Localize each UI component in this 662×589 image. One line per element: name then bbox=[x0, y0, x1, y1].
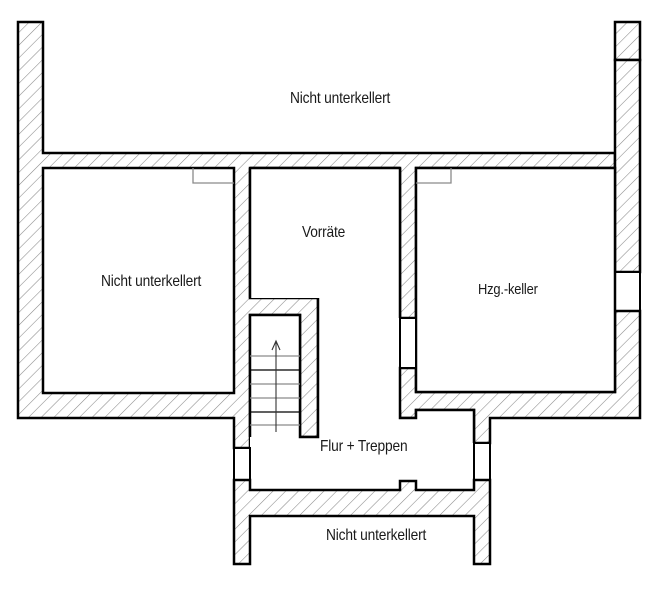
stair-well bbox=[250, 315, 300, 437]
room-label-bottom: Nicht unterkellert bbox=[326, 527, 427, 544]
stair-steps bbox=[250, 355, 300, 426]
window-hall-left bbox=[233, 447, 251, 481]
window-hall-right bbox=[473, 442, 491, 481]
corner-marker-left bbox=[192, 168, 234, 184]
room-label-left: Nicht unterkellert bbox=[101, 273, 202, 290]
stair-arrow-icon bbox=[271, 339, 281, 432]
left-room-floor bbox=[41, 166, 236, 395]
room-label-storage: Vorräte bbox=[302, 224, 346, 241]
storage-room-floor bbox=[250, 168, 400, 410]
room-label-top: Nicht unterkellert bbox=[290, 90, 391, 107]
window-right bbox=[614, 271, 641, 312]
bottom-annex-wall bbox=[232, 478, 492, 566]
window-storage-heating bbox=[399, 317, 417, 369]
room-label-hall: Flur + Treppen bbox=[320, 438, 408, 455]
heating-room-floor bbox=[414, 166, 617, 394]
corner-marker-right bbox=[416, 168, 452, 184]
hall-floor bbox=[250, 410, 474, 490]
room-label-heating: Hzg.-keller bbox=[478, 281, 538, 298]
